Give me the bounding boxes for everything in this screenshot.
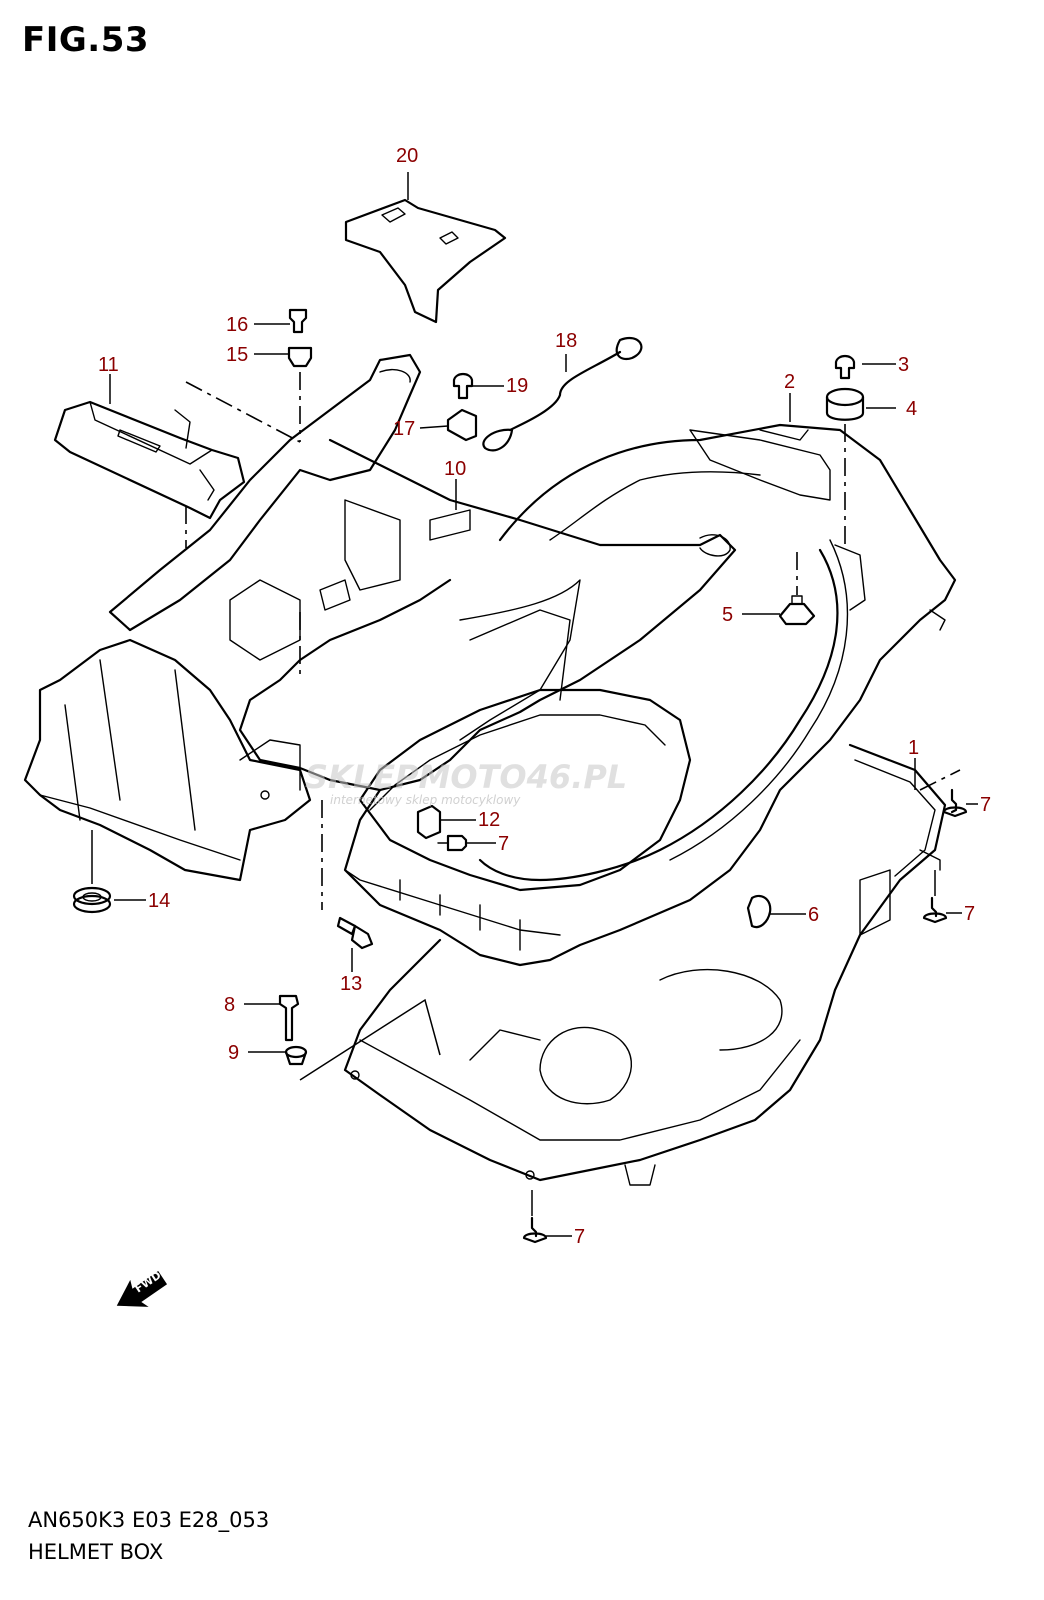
callout-18: 18 [555,330,577,352]
callout-7d: 7 [574,1226,585,1248]
callout-2: 2 [784,371,795,393]
callout-13: 13 [340,973,362,995]
model-code: AN650K3 E03 E28_053 [28,1508,270,1532]
callout-5: 5 [722,604,733,626]
part-13-bolt [336,916,374,950]
assembly-line-7a [919,769,961,791]
callout-12: 12 [478,809,500,831]
lower-left-panel [23,638,312,882]
callout-8: 8 [224,994,235,1016]
part-1-helmet-box-lower [343,743,947,1186]
callout-4: 4 [906,398,917,420]
part-14-grommet [72,886,112,914]
watermark-tagline: internetowy sklep motocyklowy [330,793,521,807]
part-7-screw-b [942,788,968,818]
callout-1: 1 [908,737,919,759]
watermark: SKLEPMOTO46.PL internetowy sklep motocyk… [305,758,627,807]
callout-labels: 20 16 15 11 18 19 17 3 4 2 10 5 1 7 12 7… [98,145,991,1248]
part-16-screw [288,308,308,334]
part-6-clip [746,894,772,929]
part-3-screw [834,354,856,380]
leader-9-assembly [299,998,441,1081]
part-12-clip [416,804,442,840]
callout-11: 11 [98,354,119,376]
part-7-screw-a [437,834,468,852]
part-5-nut [778,595,816,626]
part-9-collar [284,1045,308,1066]
part-17-clip [446,408,478,442]
figure-name: HELMET BOX [28,1540,164,1564]
callout-17: 17 [393,418,415,440]
part-15-nut [287,346,313,368]
part-2-helmet-box-upper [343,423,957,967]
callout-7c: 7 [964,903,975,925]
callout-10: 10 [444,458,466,480]
callout-19: 19 [506,375,528,397]
callout-leaders [109,172,978,1237]
part-7-screw-c [922,896,948,924]
figure-title: FIG.53 [22,20,150,60]
callout-14: 14 [148,890,170,912]
part-20-mat [344,198,507,324]
part-19-screw [452,372,474,400]
part-18-cable [482,337,643,452]
callout-16: 16 [226,314,248,336]
part-11-bracket [53,400,246,520]
callout-6: 6 [808,904,819,926]
assembly-line-11 [185,381,301,443]
callout-7b: 7 [498,833,509,855]
callout-15: 15 [226,344,248,366]
callout-3: 3 [898,354,909,376]
fwd-arrow-icon: FWD [116,1269,168,1307]
part-8-bolt [278,994,300,1042]
callout-20: 20 [396,145,418,167]
callout-9: 9 [228,1042,239,1064]
watermark-brand: SKLEPMOTO46.PL [305,758,627,796]
part-7-screw-d [522,1216,548,1244]
part-4-cushion [825,387,865,421]
callout-7a: 7 [980,794,991,816]
